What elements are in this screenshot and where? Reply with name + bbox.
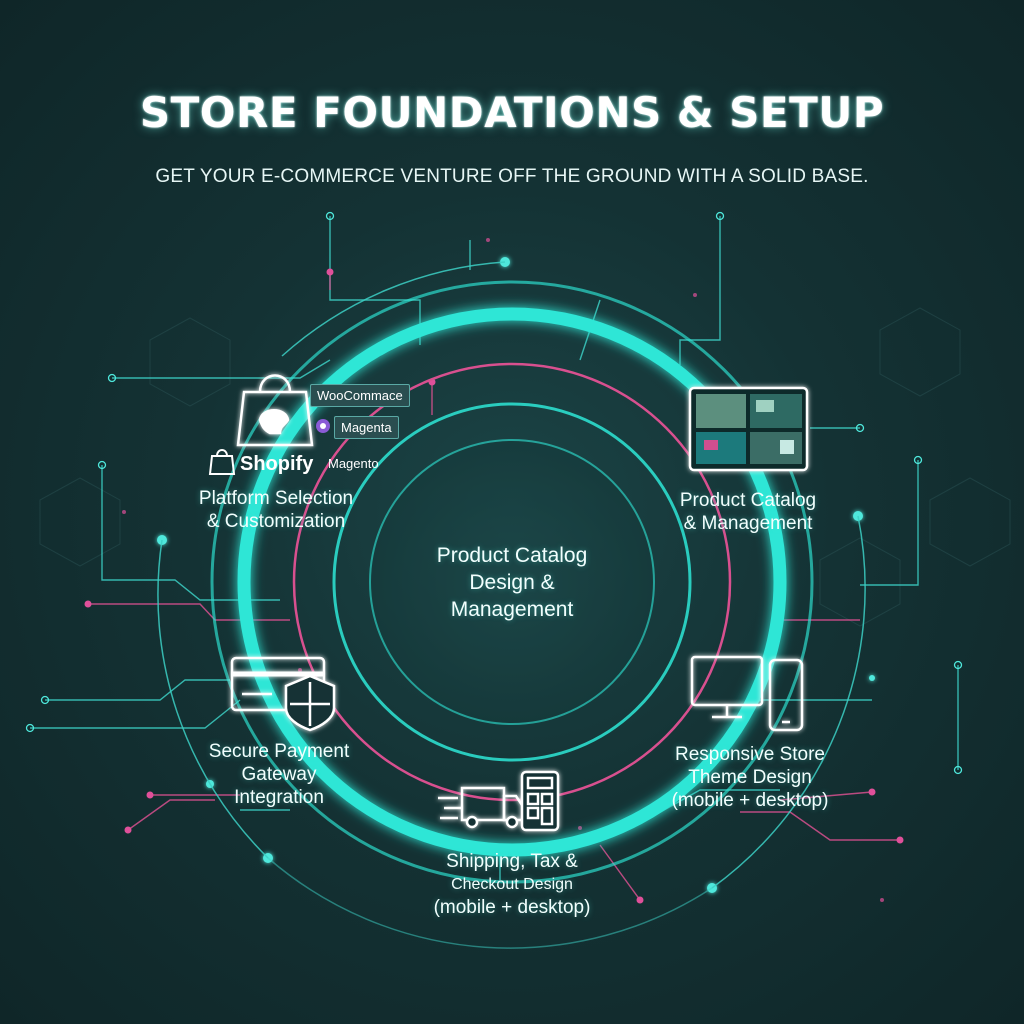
payment-line-3: Integration [234,787,324,808]
credit-card-shield-icon [230,656,336,732]
theme-line-2: Theme Design [688,767,812,788]
shipping-line-1: Shipping, Tax & [446,851,578,872]
theme-line-1: Responsive Store [675,744,825,765]
product-grid-icon [688,386,809,472]
node-payment-label: Secure Payment Gateway Integration [186,740,372,809]
brand-magento: Magento [328,456,379,471]
shopping-bag-icon [236,374,314,447]
concentric-rings [210,280,814,884]
payment-line-1: Secure Payment [208,741,350,762]
payment-line-2: Gateway [241,764,317,785]
node-theme-label: Responsive Store Theme Design (mobile + … [652,743,848,812]
shopify-bag-icon [208,449,236,475]
brand-shopify: Shopify [240,453,314,475]
outer-arcs [157,261,866,949]
catalog-line-2: & Management [683,513,813,534]
brand-magenta: Magenta [334,416,399,439]
brand-woocommerce: WooCommace [310,384,410,407]
magenta-logo-icon [316,419,330,433]
center-line-2: Design & [469,571,555,594]
shipping-line-3: (mobile + desktop) [433,897,591,918]
desktop-mobile-icon [690,655,804,732]
center-hub-label: Product Catalog Design & Management [402,542,622,623]
node-platform-label: Platform Selection & Customization [170,487,382,533]
shipping-line-2: Checkout Design [451,876,573,893]
platform-line-2: & Customization [206,511,346,532]
page-title: STORE FOUNDATIONS & SETUP [139,88,885,137]
node-shipping-label: Shipping, Tax & Checkout Design (mobile … [414,850,610,919]
hexagon-background [39,307,1011,627]
node-catalog-label: Product Catalog & Management [652,489,844,535]
center-line-1: Product Catalog [436,544,588,567]
theme-line-3: (mobile + desktop) [671,790,829,811]
platform-line-1: Platform Selection [198,488,354,509]
catalog-line-1: Product Catalog [679,490,817,511]
center-line-3: Management [450,598,574,621]
page-subtitle: GET YOUR E-COMMERCE VENTURE OFF THE GROU… [155,166,869,187]
truck-calculator-icon [438,770,560,832]
